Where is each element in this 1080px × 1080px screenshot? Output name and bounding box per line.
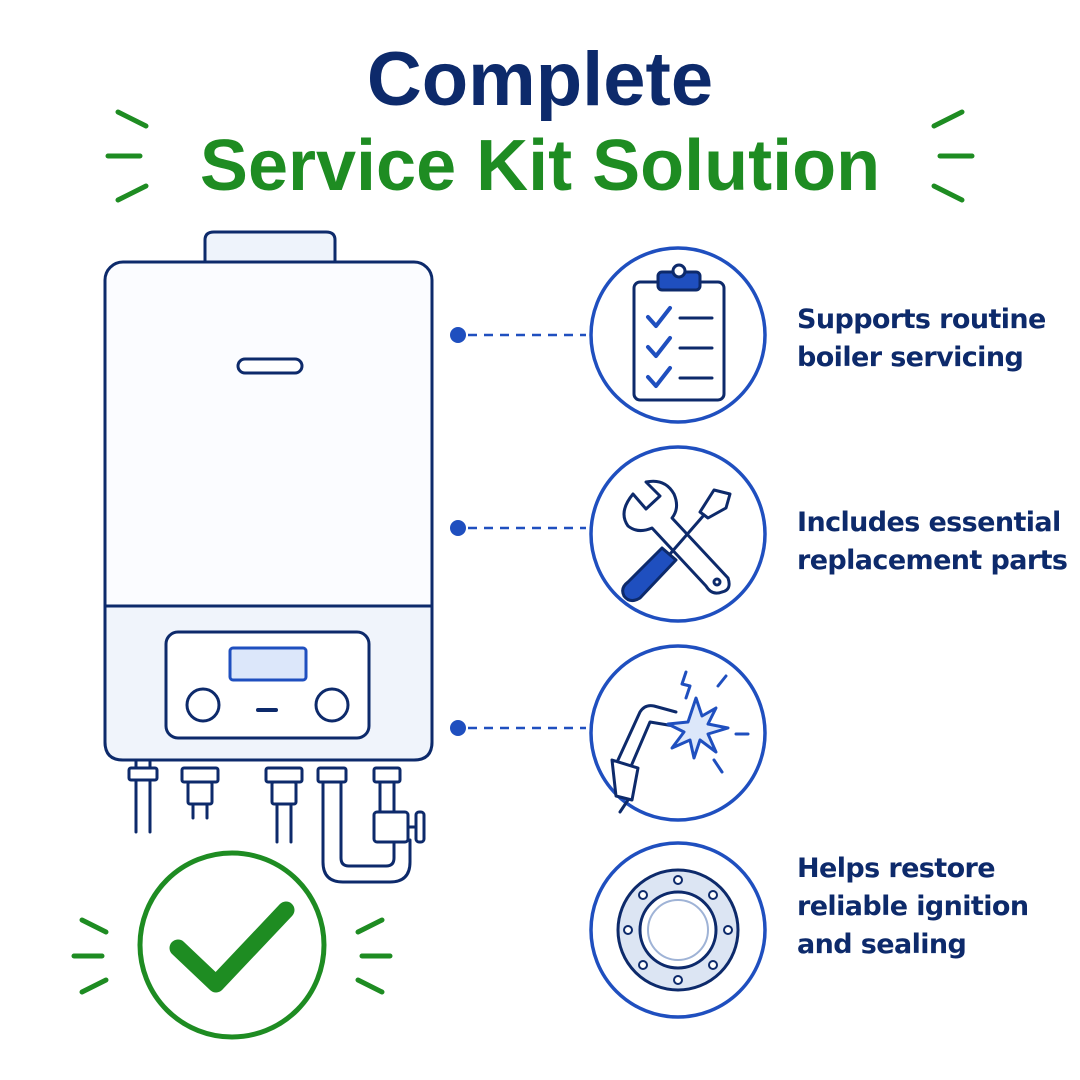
connector-lines xyxy=(468,333,586,730)
feature-1-line-1: Supports routine xyxy=(797,304,1046,335)
feature-text-1: Supports routine boiler servicing xyxy=(797,301,1046,377)
feature-4-line-2: reliable ignition xyxy=(797,891,1029,922)
clipboard-checklist-icon xyxy=(632,263,726,402)
title-accent-left xyxy=(105,109,149,203)
check-accent-right xyxy=(355,917,393,995)
boiler-illustration xyxy=(103,230,434,884)
feature-4-line-3: and sealing xyxy=(797,929,967,960)
ignition-electrode-spark-icon xyxy=(610,670,750,814)
check-accent-left xyxy=(71,917,109,995)
feature-4-line-1: Helps restore xyxy=(797,853,996,884)
feature-2-line-2: replacement parts xyxy=(797,545,1068,576)
title-line-1: Complete xyxy=(366,37,714,122)
feature-text-4: Helps restore reliable ignition and seal… xyxy=(797,850,1029,964)
connector-dots xyxy=(450,327,466,736)
feature-1-line-2: boiler servicing xyxy=(797,342,1024,373)
feature-text-2: Includes essential replacement parts xyxy=(797,504,1068,580)
check-circle-icon xyxy=(137,850,327,1040)
feature-2-line-1: Includes essential xyxy=(797,507,1061,538)
wrench-screwdriver-icon xyxy=(621,479,732,603)
title-accent-right xyxy=(931,109,975,203)
gasket-seal-ring-icon xyxy=(616,868,740,992)
title-line-2: Service Kit Solution xyxy=(199,126,881,206)
